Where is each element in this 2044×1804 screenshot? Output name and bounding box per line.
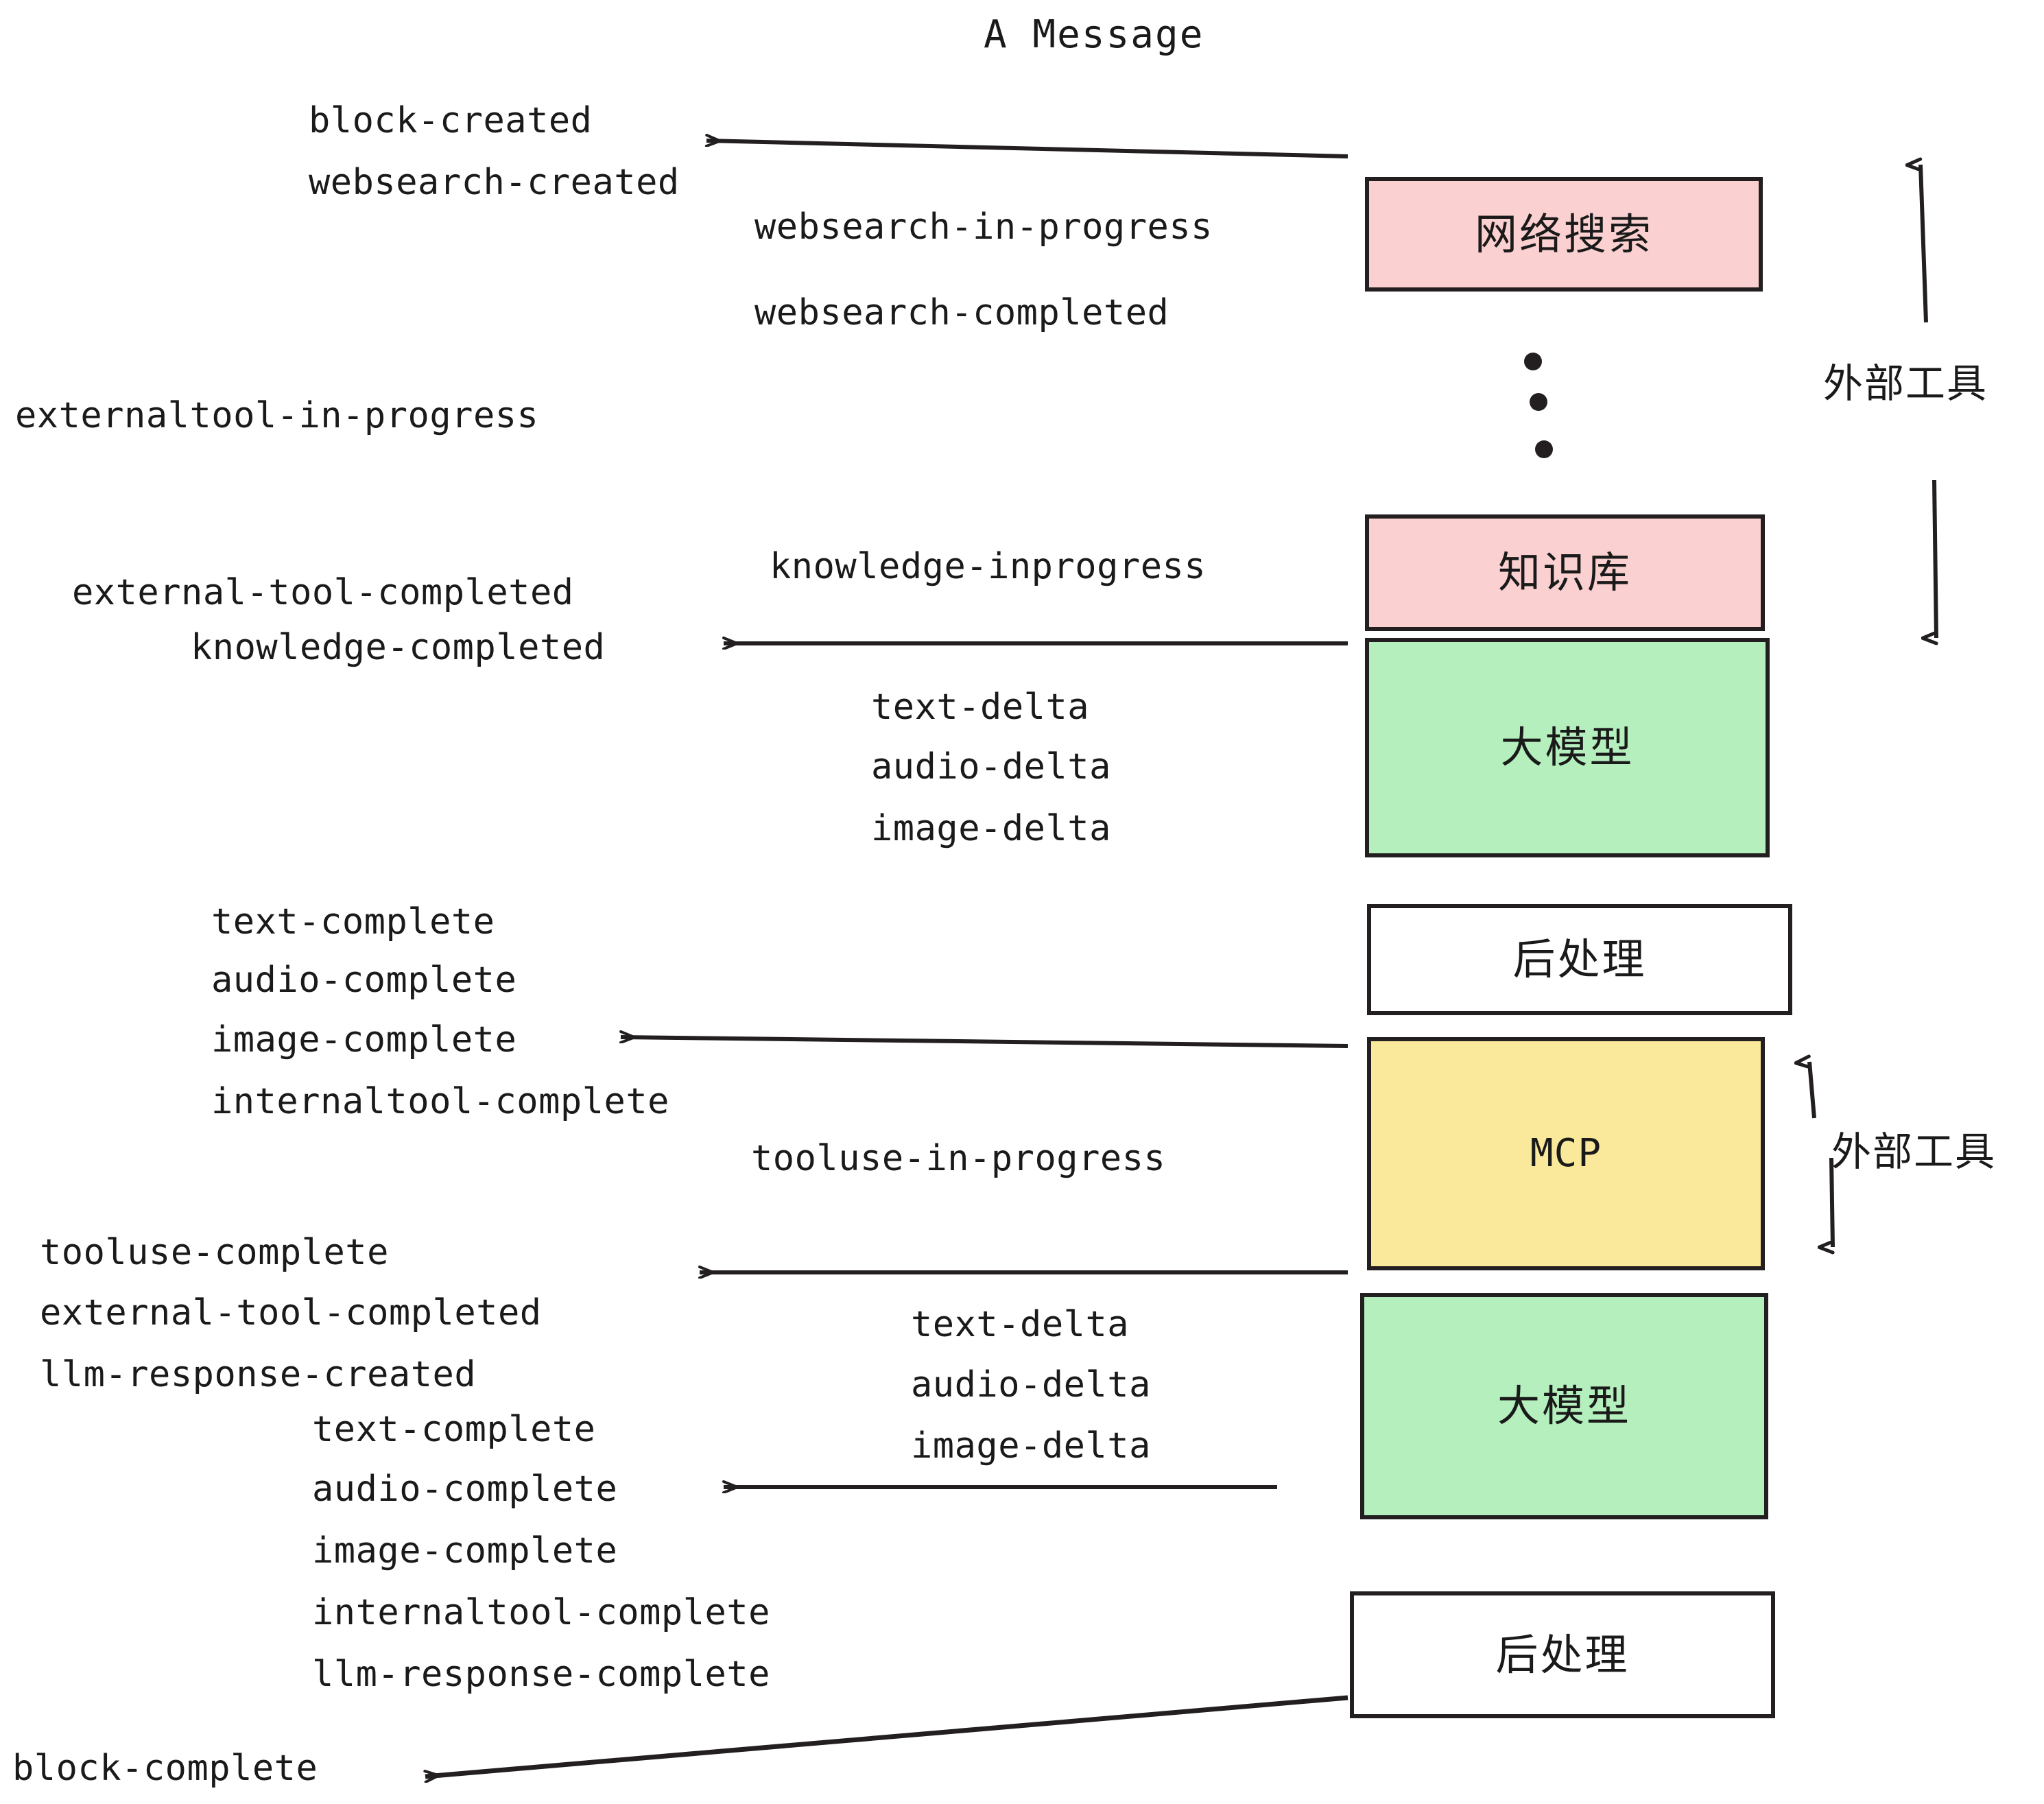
event-image-delta-2: image-delta — [911, 1425, 1151, 1467]
node-postprocess-lower[interactable]: 后处理 — [1350, 1591, 1775, 1718]
annotation-external-tools-lower: 外部工具 — [1831, 1128, 1997, 1175]
node-postprocess-upper-label: 后处理 — [1512, 934, 1647, 984]
page-title: A Message — [984, 12, 1204, 57]
event-websearch-created: websearch-created — [309, 162, 680, 203]
node-llm-upper[interactable]: 大模型 — [1365, 638, 1770, 857]
node-websearch[interactable]: 网络搜索 — [1365, 177, 1763, 292]
node-knowledge-base-label: 知识库 — [1497, 547, 1632, 597]
event-text-complete-2: text-complete — [312, 1409, 596, 1450]
ellipsis-dot-1 — [1524, 353, 1542, 370]
event-external-tool-completed-2: external-tool-completed — [40, 1292, 542, 1333]
node-mcp[interactable]: MCP — [1367, 1037, 1765, 1270]
event-audio-delta-1: audio-delta — [871, 746, 1111, 787]
event-websearch-completed: websearch-completed — [754, 292, 1169, 333]
node-llm-lower-label: 大模型 — [1497, 1381, 1631, 1431]
event-tooluse-complete: tooluse-complete — [40, 1232, 389, 1273]
event-knowledge-inprogress: knowledge-inprogress — [770, 546, 1207, 587]
event-image-complete-2: image-complete — [312, 1530, 618, 1571]
node-llm-upper-label: 大模型 — [1500, 722, 1635, 772]
event-internaltool-complete-1: internaltool-complete — [211, 1081, 669, 1122]
event-audio-complete-2: audio-complete — [312, 1469, 618, 1510]
node-postprocess-upper[interactable]: 后处理 — [1367, 904, 1792, 1015]
event-websearch-in-progress: websearch-in-progress — [754, 206, 1213, 248]
node-websearch-label: 网络搜索 — [1474, 209, 1653, 259]
event-internaltool-complete-2: internaltool-complete — [312, 1592, 770, 1633]
ellipsis-dot-2 — [1530, 393, 1547, 411]
event-text-delta-1: text-delta — [871, 687, 1090, 728]
node-knowledge-base[interactable]: 知识库 — [1365, 514, 1765, 631]
node-mcp-label: MCP — [1530, 1131, 1602, 1176]
event-audio-complete-1: audio-complete — [211, 960, 517, 1001]
event-audio-delta-2: audio-delta — [911, 1364, 1151, 1405]
event-externaltool-in-progress: externaltool-in-progress — [15, 395, 539, 436]
event-text-delta-2: text-delta — [911, 1304, 1130, 1345]
arrow-postprocess-to-imagecomplete — [621, 1037, 1348, 1048]
node-llm-lower[interactable]: 大模型 — [1360, 1293, 1768, 1519]
ellipsis-dot-3 — [1535, 440, 1553, 458]
event-llm-response-complete: llm-response-complete — [312, 1654, 770, 1695]
annotation-external-tools-upper: 外部工具 — [1823, 360, 1988, 407]
event-block-complete: block-complete — [12, 1748, 318, 1789]
arrow-postprocess-to-blockcomplete — [425, 1695, 1348, 1777]
external-tools-lower-arrow — [1809, 1062, 1835, 1247]
event-image-delta-1: image-delta — [871, 808, 1111, 849]
event-external-tool-completed-1: external-tool-completed — [72, 572, 574, 613]
event-text-complete-1: text-complete — [211, 901, 495, 942]
arrow-websearch-to-blockcreated — [706, 141, 1348, 158]
event-knowledge-completed: knowledge-completed — [191, 627, 606, 668]
node-postprocess-lower-label: 后处理 — [1495, 1629, 1630, 1680]
event-image-complete-1: image-complete — [211, 1019, 517, 1060]
event-llm-response-created: llm-response-created — [40, 1354, 477, 1395]
event-tooluse-in-progress: tooluse-in-progress — [751, 1138, 1166, 1179]
event-block-created: block-created — [309, 100, 593, 141]
